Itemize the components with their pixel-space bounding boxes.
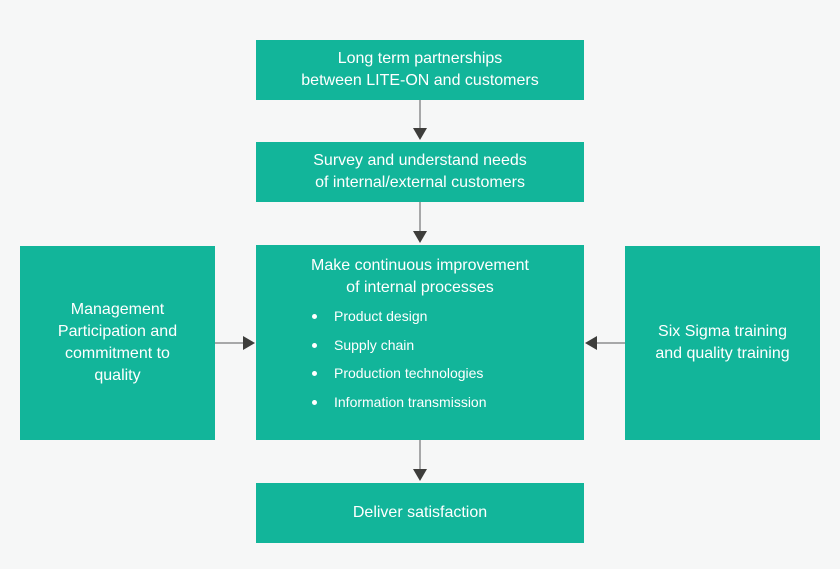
survey-line-1: Survey and understand needs: [313, 152, 527, 169]
management-line-4: quality: [94, 367, 141, 384]
bullet-icon: [312, 314, 317, 319]
improvement-title-line-2: of internal processes: [346, 279, 494, 296]
management-line-1: Management: [70, 301, 165, 318]
improvement-item-label: Production technologies: [334, 365, 484, 381]
management-line-2: Participation and: [57, 323, 178, 340]
deliver-box: Deliver satisfaction: [256, 483, 584, 543]
deliver-label: Deliver satisfaction: [352, 504, 488, 521]
improvement-item-production-technologies: Production technologies: [304, 364, 487, 393]
six-sigma-line-1: Six Sigma training: [658, 323, 787, 340]
improvement-item-label: Information transmission: [334, 393, 487, 410]
improvement-item-label: Supply chain: [334, 336, 415, 353]
arrow-down-icon: [413, 231, 427, 243]
arrow-right-icon: [243, 336, 255, 350]
improvement-item-label: Product design: [334, 308, 428, 324]
improvement-box: Make continuous improvement of internal …: [256, 245, 584, 440]
management-line-3: commitment to: [65, 345, 170, 362]
improvement-item-supply-chain: Supply chain: [304, 336, 487, 365]
bullet-icon: [312, 399, 317, 405]
improvement-list: Product design Supply chain Production t…: [304, 307, 487, 421]
arrow-down-icon: [413, 128, 427, 140]
survey-box: Survey and understand needs of internal/…: [256, 142, 584, 202]
bullet-icon: [312, 371, 317, 376]
six-sigma-line-2: and quality training: [655, 345, 790, 362]
improvement-item-product-design: Product design: [304, 307, 487, 336]
partnerships-line-2: between LITE-ON and customers: [301, 72, 539, 89]
survey-line-2: of internal/external customers: [315, 174, 525, 191]
arrow-left-icon: [585, 336, 597, 350]
six-sigma-box: Six Sigma training and quality training: [625, 246, 820, 440]
improvement-title-line-1: Make continuous improvement: [311, 257, 529, 274]
management-box: Management Participation and commitment …: [20, 246, 215, 440]
improvement-title: Make continuous improvement of internal …: [256, 255, 584, 299]
partnerships-line-1: Long term partnerships: [337, 50, 503, 67]
improvement-item-information-transmission: Information transmission: [304, 393, 487, 422]
arrow-down-icon: [413, 469, 427, 481]
bullet-icon: [312, 342, 317, 348]
partnerships-box: Long term partnerships between LITE-ON a…: [256, 40, 584, 100]
